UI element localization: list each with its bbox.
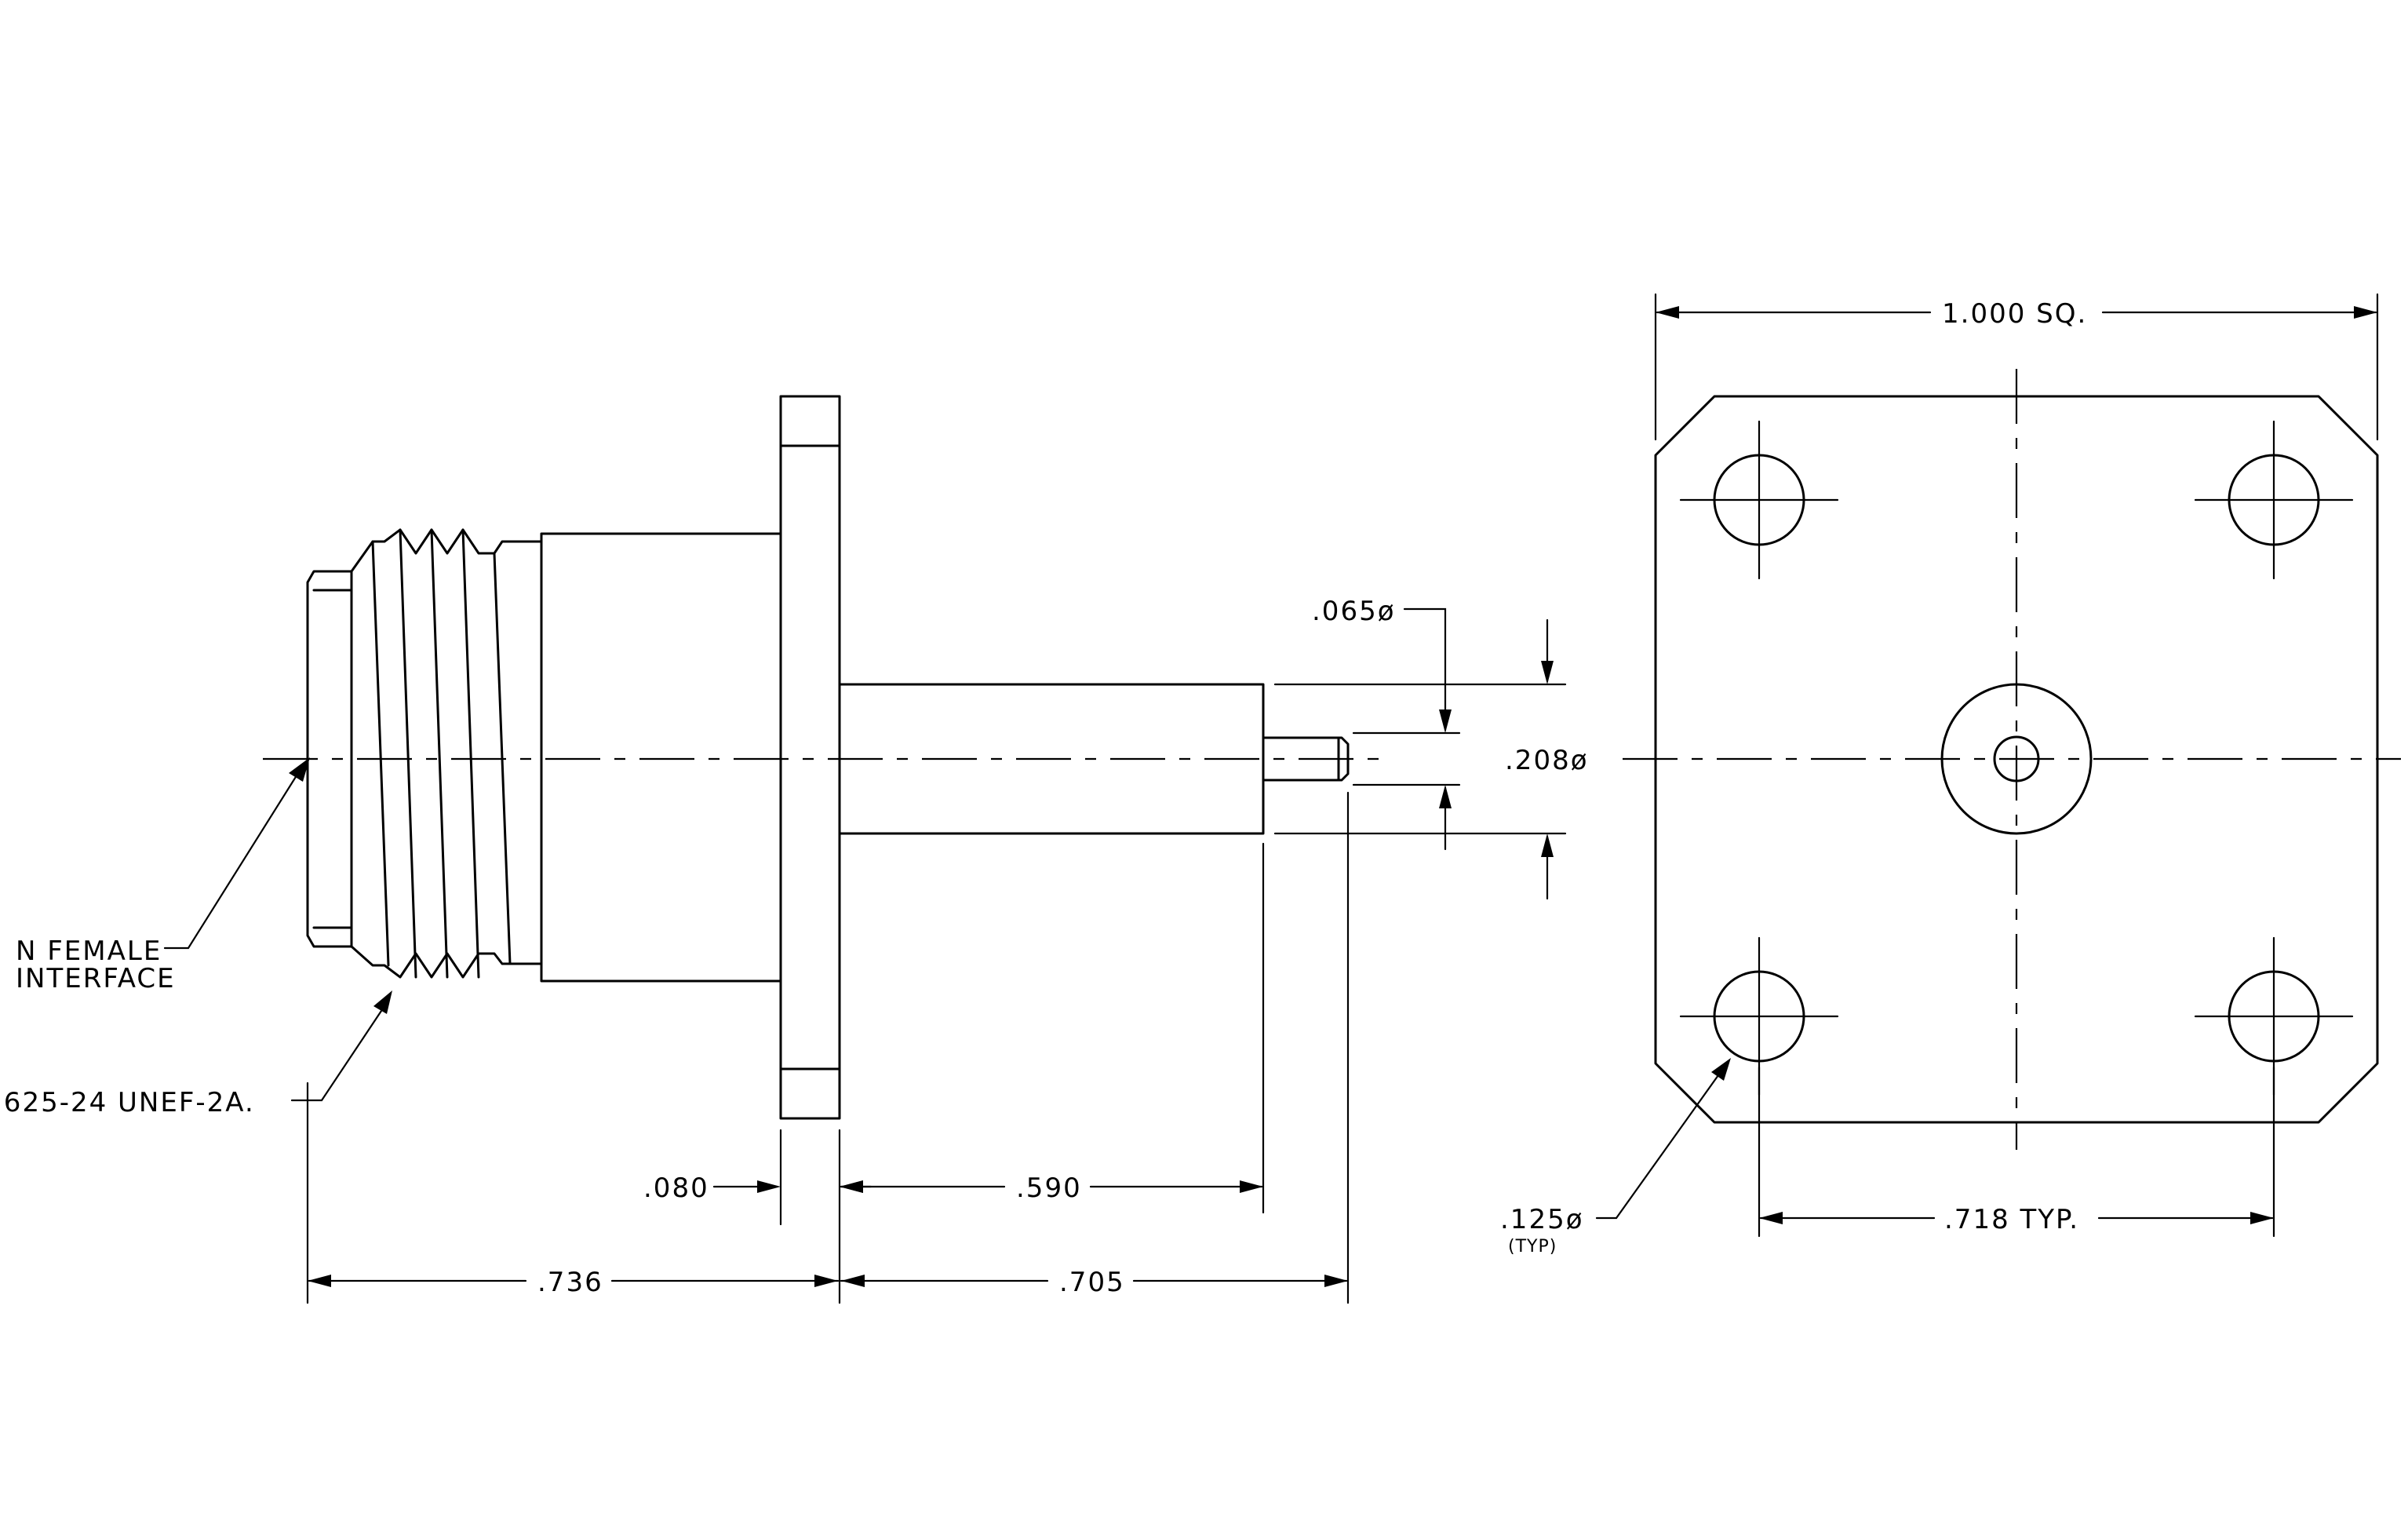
body-housing [540, 532, 782, 983]
flange-side [779, 395, 841, 1120]
front-view: 1.000 SQ. .718 TYP. .125ø (TYP) [1500, 293, 2401, 1257]
center-bore [1940, 683, 2093, 835]
label-hole-diameter: .125ø [1500, 1204, 1584, 1235]
dim-shaft-diameter: .208ø [1273, 618, 1589, 900]
dim-front-length: .736 [308, 1267, 840, 1298]
label-flange-thickness: .080 [643, 1173, 709, 1204]
label-shaft-length: .590 [1016, 1173, 1082, 1204]
thread-section [350, 528, 543, 979]
leader-hole-diameter: .125ø (TYP) [1500, 1058, 1731, 1257]
extension-lines-side [306, 791, 1350, 1304]
label-flange-size: 1.000 SQ. [1942, 298, 2087, 330]
mounting-hole-top-right [2194, 420, 2354, 580]
dim-shaft-length: .590 [840, 1173, 1263, 1204]
label-interface-line2: INTERFACE [16, 963, 176, 994]
label-shaft-diameter: .208ø [1505, 745, 1589, 776]
mounting-hole-bottom-left [1679, 936, 1839, 1096]
mounting-hole-top-left [1679, 420, 1839, 580]
label-hole-spacing: .718 TYP. [1944, 1204, 2079, 1235]
dim-flange-thickness: .080 [643, 1173, 872, 1204]
dim-hole-spacing: .718 TYP. [1758, 1066, 2275, 1238]
dim-flange-size: 1.000 SQ. [1654, 293, 2379, 441]
label-hole-diameter-note: (TYP) [1508, 1237, 1557, 1257]
leader-interface: N FEMALE INTERFACE [16, 757, 310, 994]
label-pin-diameter: .065ø [1312, 596, 1396, 627]
dim-pin-diameter: .065ø [1312, 596, 1461, 851]
label-front-length: .736 [537, 1267, 603, 1298]
label-thread: .625-24 UNEF-2A. [0, 1087, 255, 1118]
flange-square [1654, 395, 2379, 1124]
label-interface-line1: N FEMALE [16, 936, 162, 967]
side-view: N FEMALE INTERFACE .625-24 UNEF-2A. .080 [0, 395, 1589, 1304]
rear-shaft [838, 683, 1265, 835]
label-rear-length: .705 [1059, 1267, 1125, 1298]
center-pin [1262, 736, 1350, 782]
leader-thread: .625-24 UNEF-2A. [0, 990, 392, 1118]
dim-rear-length: .705 [840, 1267, 1348, 1298]
